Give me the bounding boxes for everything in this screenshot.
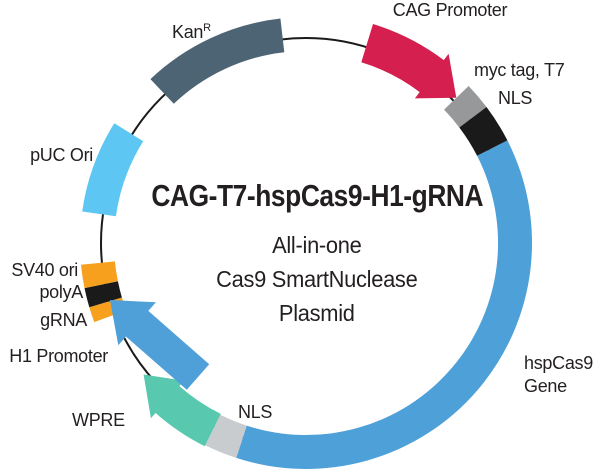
label-polya: polyA [39, 282, 83, 302]
kan-r-segment [150, 18, 285, 104]
plasmid-title: CAG-T7-hspCas9-H1-gRNA [151, 178, 484, 213]
subtitle-line-3: Plasmid [278, 300, 355, 326]
label-hspcas9-line1: hspCas9 [524, 353, 593, 373]
nls-1-segment [459, 107, 508, 156]
hspcas9-gene-segment [236, 140, 533, 469]
polya-segment [84, 281, 122, 308]
label-sv40-ori: SV40 ori [11, 260, 78, 280]
myc-tag-t7-segment [444, 86, 487, 128]
puc-ori-segment [82, 123, 144, 217]
label-cag-promoter: CAG Promoter [392, 0, 508, 20]
label-hspcas9-gene: hspCas9 Gene [524, 352, 593, 398]
subtitle-line-1: All-in-one [272, 232, 362, 258]
h1-promoter-arrow [110, 300, 210, 390]
label-kan-superscript: R [203, 22, 211, 34]
cag-promoter-arrow [361, 24, 457, 99]
label-kan-r: KanR [172, 22, 211, 43]
sv40-ori-segment [81, 261, 118, 289]
label-nls-bottom: NLS [238, 402, 273, 422]
label-grna: gRNA [40, 310, 87, 330]
nls-2-segment [205, 414, 247, 458]
label-kan-text: Kan [172, 22, 204, 42]
label-hspcas9-line2: Gene [524, 376, 567, 396]
wpre-arrow [143, 374, 221, 447]
label-wpre: WPRE [72, 410, 125, 430]
label-nls-top: NLS [498, 88, 533, 108]
label-puc-ori: pUC Ori [30, 145, 93, 165]
subtitle-line-2: Cas9 SmartNuclease [216, 266, 418, 292]
label-myc-tag-t7: myc tag, T7 [474, 60, 565, 80]
plasmid-subtitle: All-in-one Cas9 SmartNuclease Plasmid [32, 228, 600, 330]
label-h1-promoter: H1 Promoter [9, 346, 108, 366]
